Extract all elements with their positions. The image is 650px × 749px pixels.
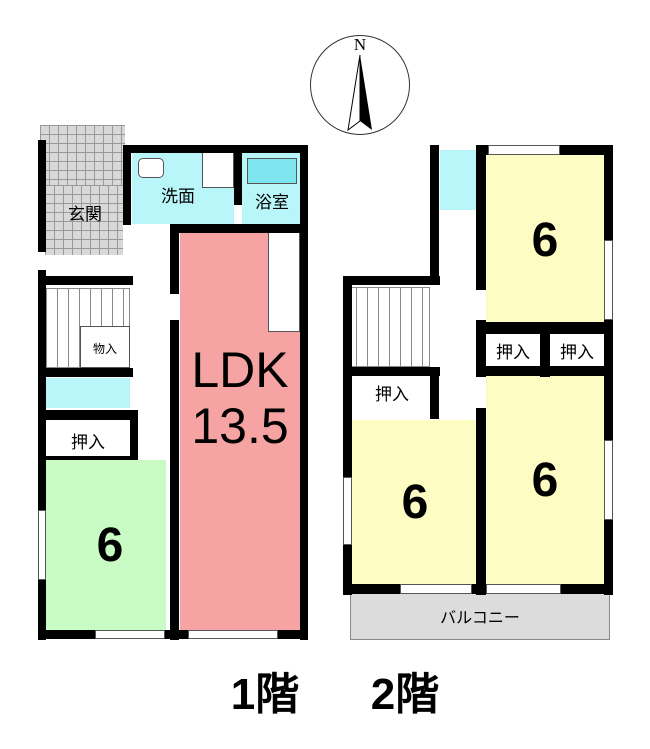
window <box>604 440 613 520</box>
wall <box>38 630 308 639</box>
balcony-label: バルコニー <box>440 608 520 627</box>
floor2-title: 2階 <box>370 670 440 719</box>
window <box>486 584 561 594</box>
floor1-plan: 玄関 洗面 浴室 LDK 13.5 物入 押入 6 <box>0 0 330 650</box>
entrance-area <box>45 185 123 255</box>
bedroom-se <box>486 375 606 584</box>
entrance-label: 玄関 <box>68 204 102 225</box>
wall <box>170 224 308 233</box>
closet-1f-label: 押入 <box>71 432 105 453</box>
wall <box>170 224 179 294</box>
wall <box>300 145 308 640</box>
wall <box>430 367 439 419</box>
wall <box>540 322 550 377</box>
bedroom-se-size: 6 <box>531 453 559 507</box>
closet-b-label: 押入 <box>560 342 594 363</box>
bathroom-label: 浴室 <box>255 192 289 213</box>
wall <box>343 584 613 594</box>
wall <box>476 366 613 376</box>
north-arrow-icon <box>347 54 372 132</box>
washitsu-room <box>46 460 166 630</box>
porch-tile <box>40 125 125 185</box>
wall <box>38 456 138 460</box>
window <box>188 630 278 639</box>
ldk-label: LDK <box>191 342 289 398</box>
washroom-label: 洗面 <box>161 186 195 207</box>
balcony <box>350 594 610 640</box>
closet-1f <box>46 424 130 456</box>
wall <box>476 320 486 377</box>
stairs-2f <box>345 287 430 367</box>
wall <box>170 320 179 640</box>
kitchen-counter <box>268 232 300 332</box>
bedroom-ne <box>486 155 606 323</box>
window <box>488 145 560 155</box>
bedroom-ne-size: 6 <box>531 213 559 267</box>
window <box>95 630 165 639</box>
wall <box>123 145 131 225</box>
wall <box>604 145 613 240</box>
floor2-plan: 6 押入 押入 押入 6 6 バルコニー <box>343 145 613 640</box>
bedroom-sw <box>352 420 476 584</box>
wall <box>38 368 133 377</box>
window <box>343 477 352 545</box>
floor1-title: 1階 <box>230 670 300 719</box>
wall <box>604 320 613 440</box>
wall <box>343 367 440 376</box>
wall <box>476 145 488 155</box>
compass-north-label: N <box>353 35 367 54</box>
wall <box>343 276 440 285</box>
wall <box>38 276 133 285</box>
bathtub <box>247 158 297 184</box>
wall <box>343 545 352 595</box>
wall <box>343 367 352 477</box>
storage-label: 物入 <box>92 341 117 356</box>
wall <box>604 520 613 595</box>
wall <box>130 410 138 460</box>
wall <box>476 145 486 290</box>
washitsu-size: 6 <box>96 518 124 572</box>
closet-a-label: 押入 <box>496 342 530 363</box>
wall <box>38 410 133 420</box>
toilet-1f <box>46 378 130 408</box>
closet-c-label: 押入 <box>375 384 409 405</box>
wall <box>234 145 242 205</box>
wall <box>476 408 486 595</box>
window <box>400 584 472 594</box>
wall <box>123 145 308 153</box>
storage <box>80 326 130 368</box>
compass: N <box>310 35 410 135</box>
wall <box>430 145 439 285</box>
toilet-2f <box>440 150 476 210</box>
wall <box>38 270 46 640</box>
window <box>604 240 613 320</box>
wall <box>38 140 46 252</box>
ldk-size: 13.5 <box>191 398 289 454</box>
window <box>38 510 46 580</box>
wall <box>560 145 612 155</box>
wall <box>343 276 352 371</box>
sink-icon <box>138 158 164 178</box>
bedroom-sw-size: 6 <box>401 475 429 529</box>
